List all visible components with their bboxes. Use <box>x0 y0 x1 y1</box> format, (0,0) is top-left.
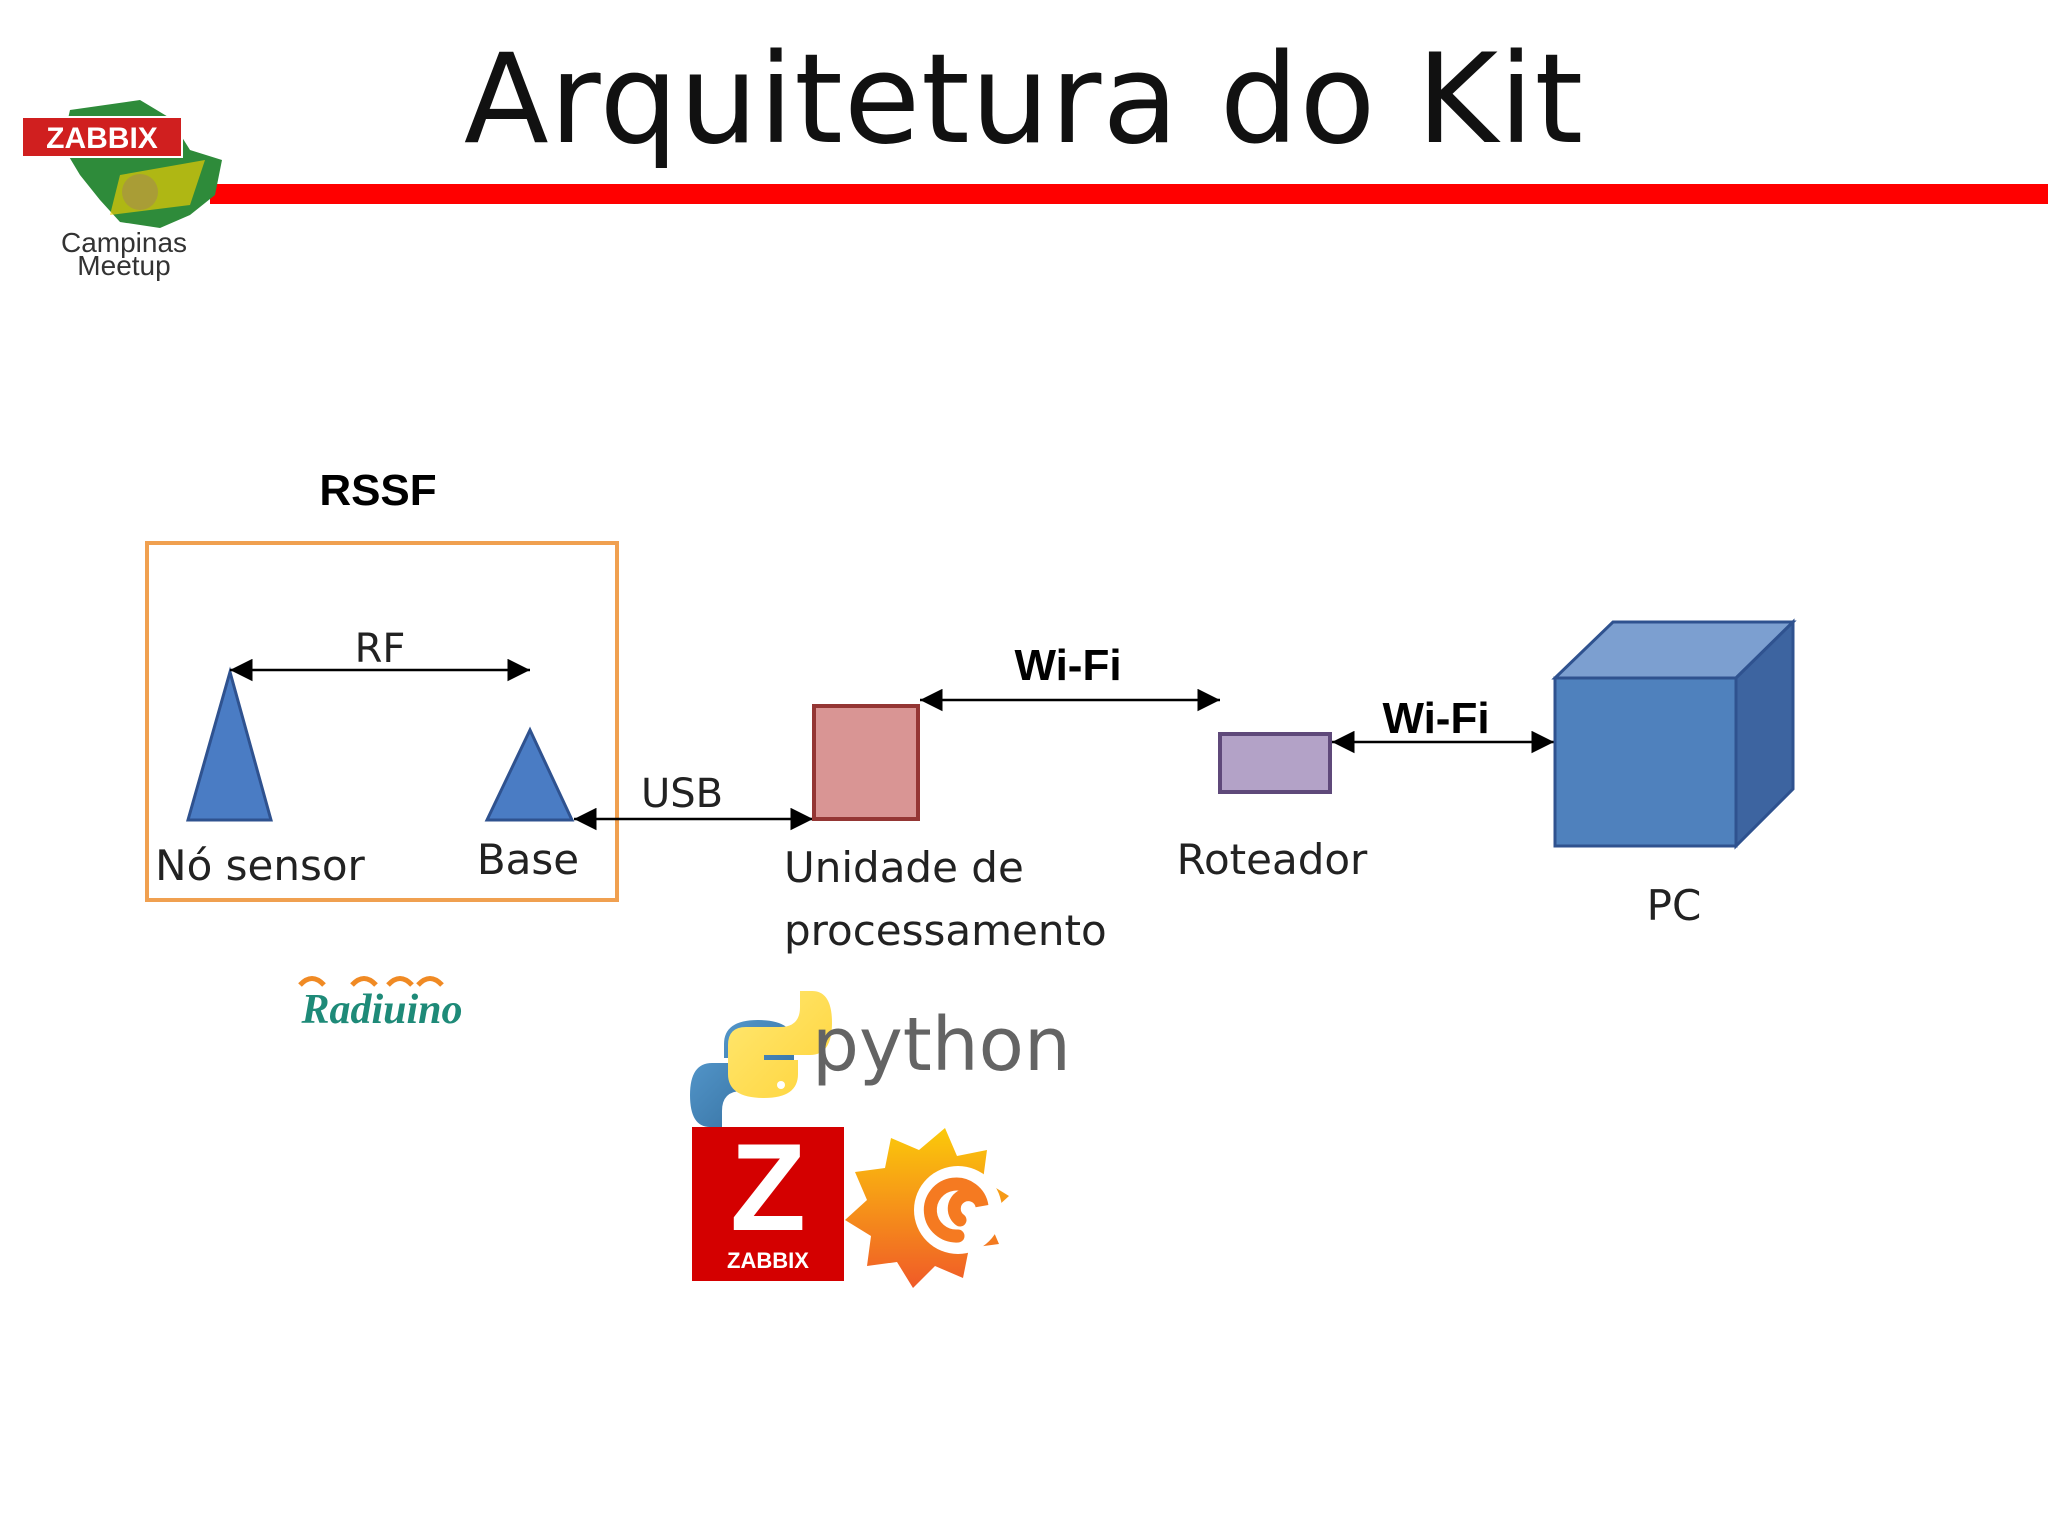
pc-cube-front <box>1553 676 1738 848</box>
radiuino-wave-icon <box>386 976 414 987</box>
processing-unit-label-line1: Unidade de <box>784 843 1024 892</box>
radiuino-wave-icon <box>350 976 378 987</box>
zabbix-logo-background <box>692 1127 844 1281</box>
base-node-shape <box>484 726 575 822</box>
usb-link-label: USB <box>641 771 723 817</box>
wifi-link-2-label: Wi-Fi <box>1382 694 1489 743</box>
router-shape <box>1218 732 1332 794</box>
zabbix-logo-text: ZABBIX <box>727 1248 809 1273</box>
zabbix-badge-text: ZABBIX <box>46 122 158 155</box>
python-logo: python <box>690 991 1071 1127</box>
logo-meetup: Meetup <box>77 250 170 281</box>
radiuino-wave-icon <box>298 976 326 987</box>
brazil-flag-diamond <box>110 160 205 215</box>
accent-bar <box>210 184 2048 204</box>
zabbix-logo-letter: Z <box>730 1119 806 1257</box>
zabbix-logo: Z ZABBIX <box>692 1119 844 1281</box>
python-snakes-icon <box>690 991 832 1127</box>
processing-unit-shape <box>812 704 920 821</box>
rssf-label: RSSF <box>319 466 436 515</box>
grafana-spiral <box>923 1177 989 1243</box>
router-label: Roteador <box>1177 835 1368 884</box>
grafana-logo <box>845 1128 1009 1288</box>
base-node-label: Base <box>477 835 579 884</box>
processing-unit-label-line2: processamento <box>784 906 1107 955</box>
sensor-node-label: Nó sensor <box>155 841 365 890</box>
rf-link-label: RF <box>355 626 406 672</box>
logo-campinas: Campinas <box>61 227 187 258</box>
radiuino-wave-icon <box>416 976 444 987</box>
python-logo-text: python <box>812 1002 1071 1088</box>
rssf-group-frame <box>145 541 619 902</box>
zabbix-campinas-meetup-logo: ZABBIX Campinas Meetup <box>21 100 222 281</box>
sensor-node-shape <box>186 666 273 822</box>
radiuino-logo: Radiuino <box>298 976 463 1033</box>
zabbix-badge <box>21 116 183 158</box>
radiuino-logo-text: Radiuino <box>300 987 462 1033</box>
pc-label: PC <box>1647 881 1702 930</box>
wifi-link-1-label: Wi-Fi <box>1014 641 1121 690</box>
pc-cube-shape <box>1551 618 1797 850</box>
page-title: Arquitetura do Kit <box>463 28 1585 172</box>
